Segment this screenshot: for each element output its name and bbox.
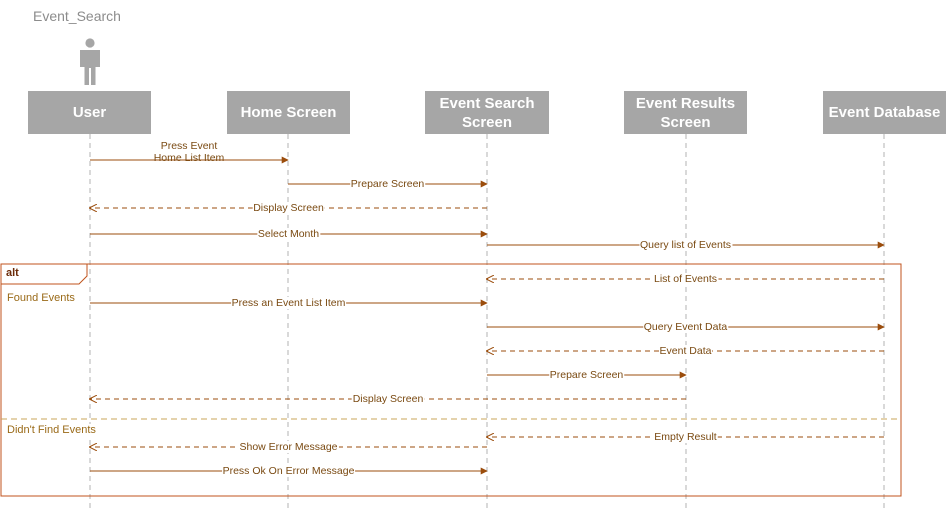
message-label-13: Show Error Message bbox=[238, 441, 339, 453]
message-label-6: List of Events bbox=[652, 273, 719, 285]
message-label-11: Display Screen bbox=[351, 393, 425, 405]
lifeline-head-home: Home Screen bbox=[227, 91, 350, 134]
lifeline-head-user: User bbox=[28, 91, 151, 134]
lifeline-head-search: Event Search Screen bbox=[425, 91, 549, 134]
guard-found-events: Found Events bbox=[7, 292, 75, 305]
alt-fragment-tab bbox=[1, 264, 88, 285]
message-label-3: Display Screen bbox=[252, 202, 325, 214]
message-label-8: Query Event Data bbox=[642, 321, 729, 333]
message-label-12: Empty Result bbox=[653, 431, 718, 443]
message-label-10: Prepare Screen bbox=[548, 369, 625, 381]
message-label-5: Query list of Events bbox=[638, 239, 733, 251]
diagram-title: Event_Search bbox=[33, 8, 121, 24]
message-label-9: Event Data bbox=[658, 345, 713, 357]
guard-didnt-find-events: Didn't Find Events bbox=[7, 424, 96, 437]
message-label-2: Prepare Screen bbox=[349, 178, 426, 190]
message-label-1: Press Event Home List Item bbox=[153, 140, 225, 164]
message-label-14: Press Ok On Error Message bbox=[221, 465, 356, 477]
message-label-7: Press an Event List Item bbox=[230, 297, 347, 309]
alt-fragment-frame bbox=[0, 263, 902, 497]
lifeline-head-db: Event Database bbox=[823, 91, 946, 134]
message-label-4: Select Month bbox=[256, 228, 321, 240]
alt-operator-label: alt bbox=[6, 267, 19, 279]
lifeline-head-results: Event Results Screen bbox=[624, 91, 747, 134]
person-icon bbox=[80, 38, 100, 85]
